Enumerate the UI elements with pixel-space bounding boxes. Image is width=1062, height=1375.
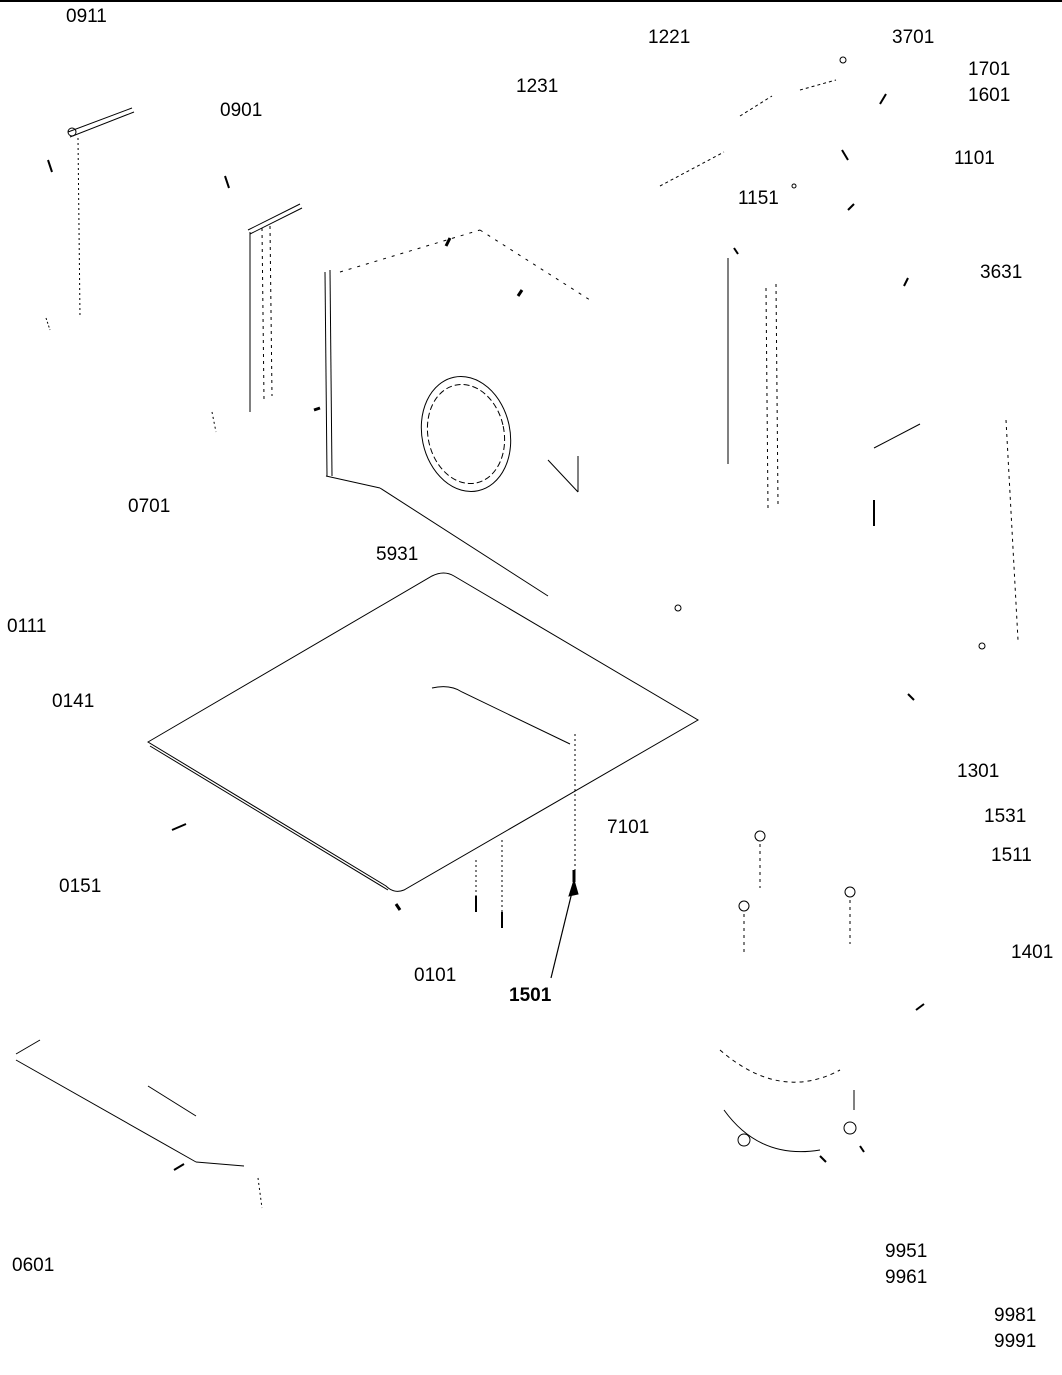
top-border-line [0, 0, 1062, 2]
coil-0901 [211, 175, 303, 433]
label-0701: 0701 [128, 496, 171, 517]
label-1151: 1151 [738, 188, 779, 209]
label-1401: 1401 [1011, 942, 1054, 963]
label-5931: 5931 [376, 544, 419, 565]
coil-3631 [674, 247, 1019, 650]
label-9981: 9981 [994, 1305, 1037, 1326]
bracket-0911 [45, 107, 135, 331]
label-0901: 0901 [220, 100, 263, 121]
label-1701: 1701 [968, 59, 1011, 80]
label-1221: 1221 [648, 27, 691, 48]
label-1531: 1531 [984, 806, 1027, 827]
label-7101: 7101 [607, 817, 650, 838]
compressor-1401 [719, 830, 925, 1163]
label-0111: 0111 [7, 616, 47, 637]
label-0601: 0601 [12, 1255, 55, 1276]
label-0911: 0911 [66, 6, 107, 27]
base-rail-0601 [15, 1039, 263, 1209]
label-1601: 1601 [968, 85, 1011, 106]
label-1501: 1501 [509, 985, 552, 1006]
label-3631: 3631 [980, 262, 1023, 283]
label-1231: 1231 [516, 76, 559, 97]
label-0141: 0141 [52, 691, 95, 712]
screws-1501 [475, 734, 579, 979]
label-1301: 1301 [957, 761, 1000, 782]
housing-0701 [313, 229, 591, 597]
label-9951: 9951 [885, 1241, 928, 1262]
label-0151: 0151 [59, 876, 102, 897]
motor-mount-parts [659, 56, 887, 211]
label-1101: 1101 [954, 148, 995, 169]
label-1511: 1511 [991, 845, 1032, 866]
base-plate-0141 [147, 572, 915, 911]
label-0101: 0101 [414, 965, 457, 986]
label-9991: 9991 [994, 1331, 1037, 1352]
label-3701: 3701 [892, 27, 935, 48]
label-9961: 9961 [885, 1267, 928, 1288]
